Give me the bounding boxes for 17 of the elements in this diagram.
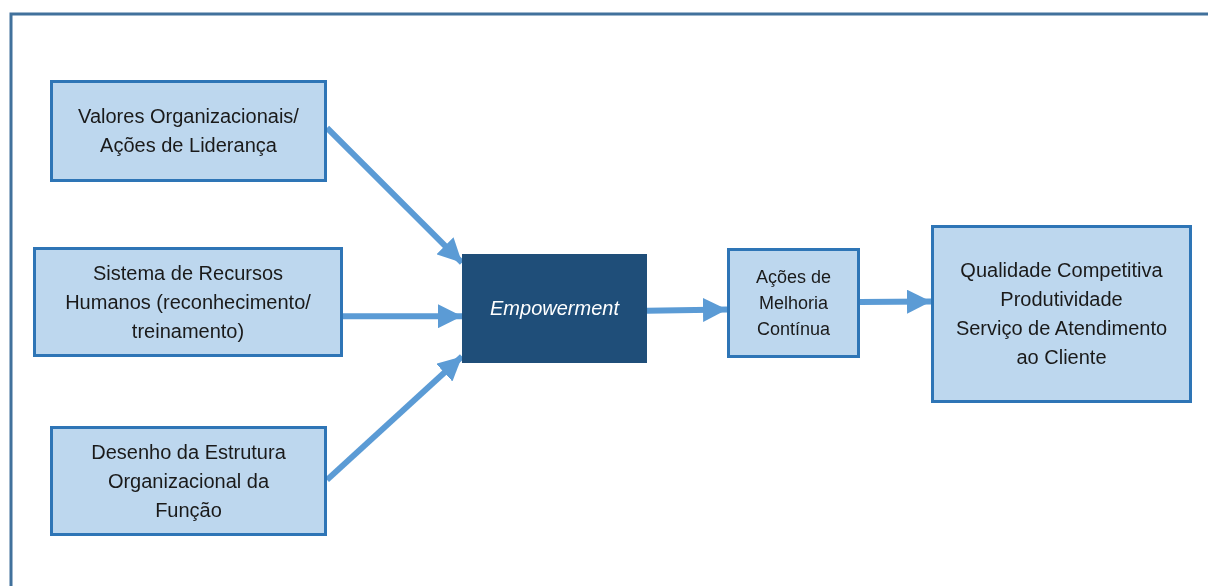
node-text: Empowerment — [490, 296, 619, 321]
arrow — [860, 289, 932, 314]
process-box — [931, 225, 1192, 403]
process-box — [50, 80, 327, 182]
process-box — [50, 426, 327, 536]
process-box — [33, 247, 343, 357]
node-text: Valores Organizacionais/ Ações de Liderança — [77, 104, 300, 158]
node-text: Ações de Melhoria Contínua — [754, 265, 833, 342]
node-text: Qualidade Competitiva — [960, 258, 1163, 283]
node-text: Produtividade — [1000, 287, 1123, 312]
arrow — [343, 304, 462, 329]
core-box — [462, 254, 647, 363]
node-text: Sistema de Recursos Humanos (reconhecimento/ treinamento) — [64, 260, 312, 344]
node-text: Serviço de Atendimento ao Cliente — [954, 316, 1169, 370]
process-box — [727, 248, 860, 358]
node-text: Desenho da Estrutura Organizacional da Função — [90, 439, 287, 523]
arrow — [646, 297, 728, 322]
